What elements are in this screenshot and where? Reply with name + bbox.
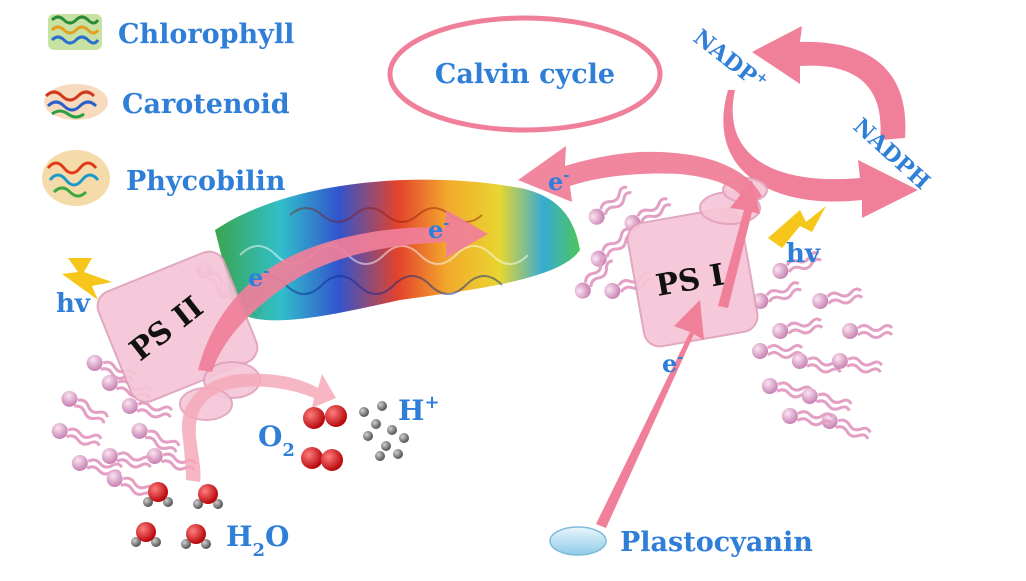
oxygen-molecules	[301, 405, 347, 471]
lightning-bolt-icon	[62, 258, 112, 300]
lipid-molecule	[842, 323, 894, 339]
plastocyanin-oval	[549, 526, 607, 556]
lipid-molecule	[752, 281, 802, 309]
carotenoid-structure-icon	[44, 84, 108, 120]
legend-chlorophyll-label: Chlorophyll	[118, 19, 294, 50]
proton-dot	[399, 433, 409, 443]
proton-label: H+	[398, 392, 440, 427]
plastocyanin-label: Plastocyanin	[620, 527, 813, 558]
lipid-molecule	[752, 343, 804, 359]
electron-label-band: e-	[428, 214, 450, 244]
legend-phycobilin-label: Phycobilin	[126, 166, 286, 197]
hv-label-right: hv	[786, 239, 821, 269]
lipid-molecule	[772, 251, 822, 279]
proton-dot	[363, 431, 373, 441]
water-molecules	[131, 482, 223, 549]
hv-label-left: hv	[56, 289, 91, 319]
proton-dot	[381, 441, 391, 451]
proton-dot	[393, 449, 403, 459]
proton-dot	[375, 451, 385, 461]
o2-label: O2	[258, 420, 295, 461]
nadp-label: NADP+	[688, 23, 771, 96]
lipid-molecule	[61, 390, 109, 424]
lipid-molecule	[131, 422, 181, 453]
lipid-molecule	[71, 454, 124, 476]
nadp-cycle-arrows	[723, 26, 918, 218]
water-molecule	[193, 484, 223, 509]
chlorophyll-structure-icon	[48, 14, 102, 50]
lipid-molecule	[821, 412, 872, 440]
calvin-cycle-label: Calvin cycle	[435, 59, 615, 90]
protein-complex-band	[215, 179, 580, 321]
calvin-cycle-ellipse	[387, 15, 663, 133]
proton-dot	[377, 401, 387, 411]
electron-label-return: e-	[548, 166, 570, 196]
water-molecule	[131, 522, 161, 547]
electron-flow-arrows	[181, 146, 762, 528]
water-molecule	[143, 482, 173, 507]
lipid-molecule	[801, 387, 853, 412]
lipid-molecule	[588, 185, 632, 225]
electron-label-plastocyanin: e-	[662, 348, 684, 378]
lipid-molecule	[51, 422, 103, 447]
proton-dot	[359, 407, 369, 417]
lipid-molecule	[574, 255, 613, 299]
lipid-molecule	[121, 397, 174, 419]
phycobilin-structure-icon	[42, 150, 110, 206]
proton-dot	[371, 419, 381, 429]
lipid-molecule	[781, 407, 834, 427]
water-molecule	[181, 524, 211, 549]
lipid-molecule	[812, 287, 864, 309]
lipid-molecule	[831, 352, 884, 374]
h2o-label: H2O	[226, 520, 289, 561]
lipid-molecule	[772, 317, 824, 339]
legend-carotenoid-label: Carotenoid	[122, 89, 290, 120]
lipid-molecule	[101, 447, 154, 469]
proton-dot	[387, 425, 397, 435]
proton-cluster	[359, 401, 409, 461]
electron-label-psii: e-	[248, 262, 270, 292]
lightning-bolt-icon	[768, 206, 826, 248]
legend: Chlorophyll Carotenoid Phycobilin	[42, 14, 294, 206]
